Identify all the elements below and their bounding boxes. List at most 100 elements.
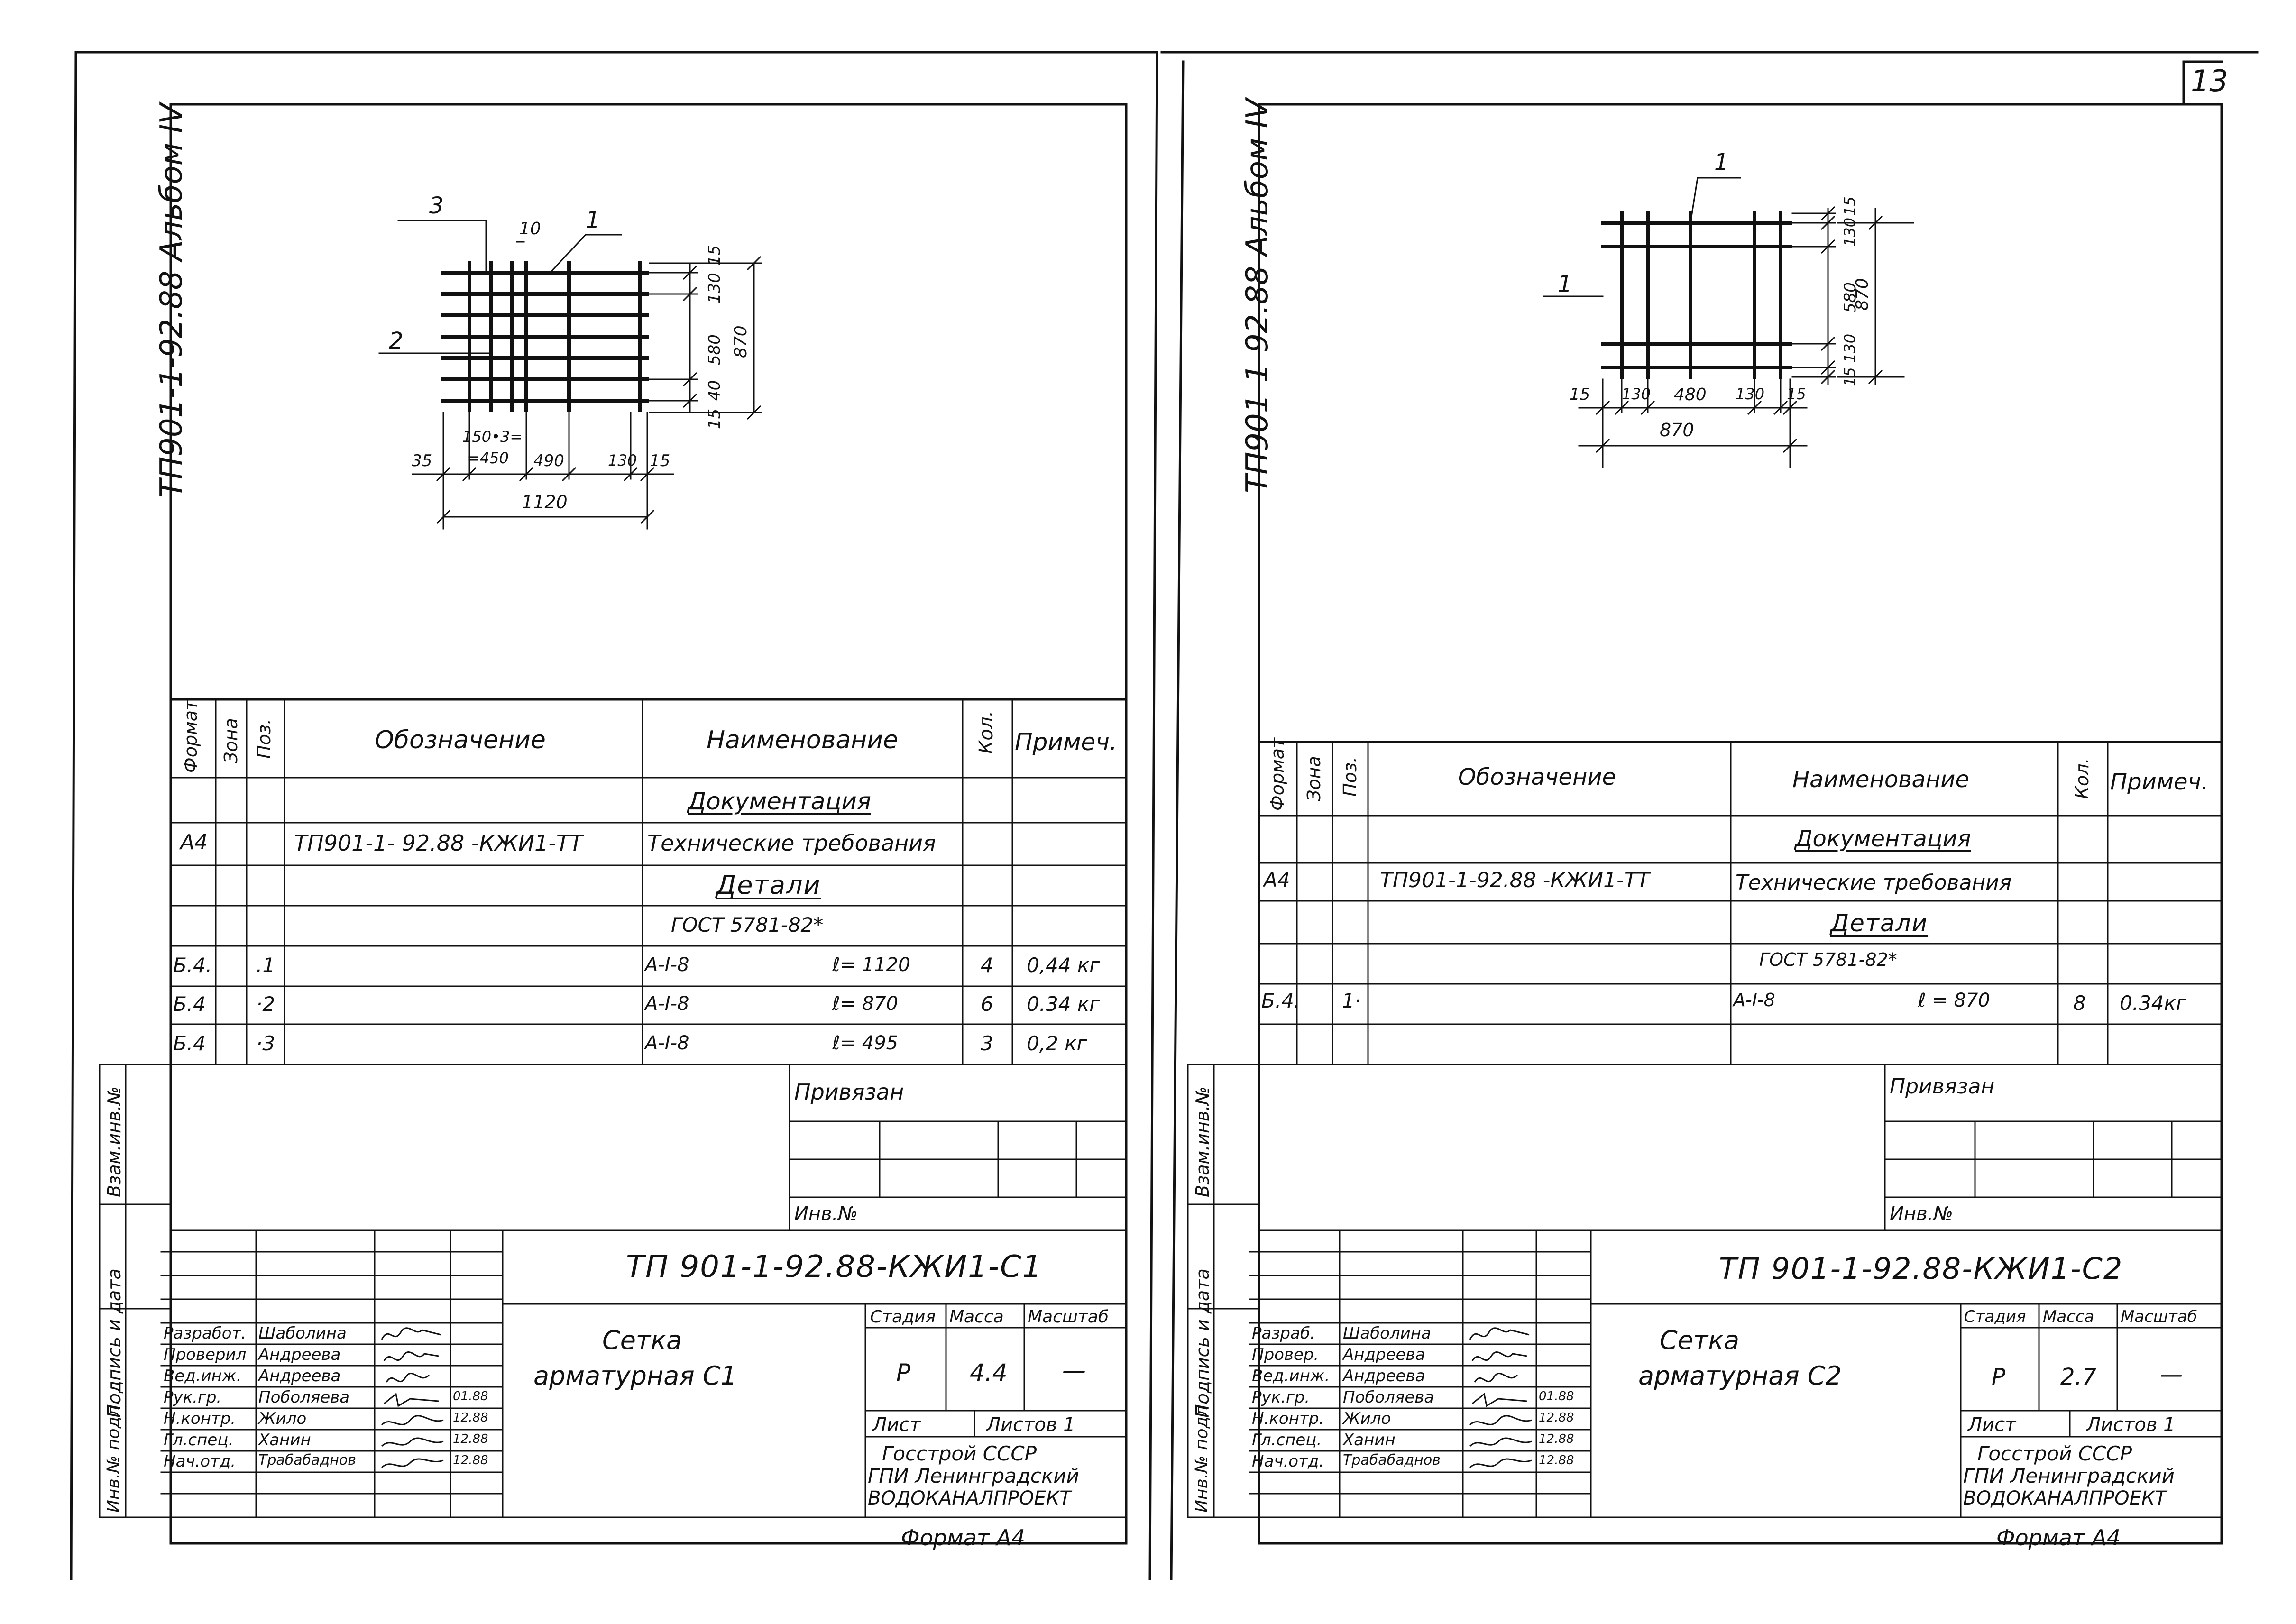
sheets-label: Листов 1 bbox=[986, 1414, 1075, 1436]
role-1: Разраб. bbox=[1252, 1324, 1315, 1343]
date-3: 12.88 bbox=[1539, 1432, 1574, 1446]
hdr-zone: Зона bbox=[220, 718, 241, 763]
mass-label: Масса bbox=[949, 1307, 1004, 1327]
date-2: 12.88 bbox=[453, 1411, 488, 1425]
dim-130d: 130 bbox=[1736, 385, 1765, 403]
name-4: Поболяева bbox=[258, 1388, 350, 1407]
stage-label: Стадия bbox=[1964, 1307, 2026, 1326]
dim-10: 10 bbox=[519, 219, 541, 239]
row2-pos: ·2 bbox=[256, 992, 276, 1016]
row1-name: A-I-8 bbox=[1733, 990, 1775, 1010]
side-podpis: Подпись и дата bbox=[104, 1268, 125, 1418]
hdr-designation: Обозначение bbox=[375, 726, 546, 754]
mesh-c2 bbox=[1543, 177, 1914, 468]
dim-580: 580 bbox=[705, 334, 724, 365]
gost-ref: ГОСТ 5781-82* bbox=[671, 913, 824, 936]
role-3: Вед.инж. bbox=[164, 1367, 242, 1385]
name-5: Жило bbox=[258, 1409, 307, 1428]
sheet-c2-frame bbox=[1258, 60, 2223, 1545]
name-3: Андреева bbox=[258, 1367, 341, 1385]
role-1: Разработ. bbox=[164, 1324, 247, 1343]
name-5: Жило bbox=[1343, 1409, 1391, 1428]
name-2: Андреева bbox=[1343, 1345, 1425, 1364]
outer-frame bbox=[70, 51, 2259, 1580]
bound-inv: Инв.№ bbox=[1890, 1203, 1953, 1225]
date-1: 01.88 bbox=[1539, 1389, 1574, 1404]
role-6: Гл.спец. bbox=[164, 1431, 234, 1450]
row1-qty: 4 bbox=[981, 954, 993, 977]
name-1: Шаболина bbox=[258, 1324, 347, 1343]
doc-format: А4 bbox=[1264, 868, 1290, 891]
callout-2: 2 bbox=[389, 328, 404, 354]
dim-130a: 130 bbox=[1841, 217, 1859, 247]
role-2: Провер. bbox=[1252, 1345, 1319, 1364]
stage-value: Р bbox=[1992, 1364, 2005, 1390]
dim-15c: 15 bbox=[1570, 385, 1590, 404]
dim-15b: 15 bbox=[1841, 367, 1859, 386]
row3-length: ℓ= 495 bbox=[832, 1032, 899, 1054]
album-label: ТП901-1-92.88 Альбом IV bbox=[1240, 98, 1275, 493]
org-line2: ГПИ Ленинградский bbox=[1963, 1464, 2175, 1487]
stage-value: Р bbox=[896, 1359, 911, 1386]
name-7: Трабабаднов bbox=[258, 1452, 356, 1468]
row2-name: A-I-8 bbox=[645, 993, 689, 1015]
dim-40: 40 bbox=[705, 380, 724, 401]
page-number: 13 bbox=[2191, 64, 2228, 98]
bound-label: Привязан bbox=[1890, 1074, 1995, 1099]
dim-15b: 15 bbox=[705, 408, 724, 429]
hdr-qty: Кол. bbox=[975, 710, 997, 754]
row3-pos: ·3 bbox=[256, 1032, 276, 1055]
mass-value: 2.7 bbox=[2060, 1364, 2097, 1390]
mass-value: 4.4 bbox=[970, 1359, 1008, 1386]
role-5: Н.контр. bbox=[164, 1409, 236, 1428]
role-5: Н.контр. bbox=[1252, 1409, 1324, 1428]
section-details: Детали bbox=[1830, 909, 1929, 937]
callout-1-left: 1 bbox=[1558, 271, 1572, 297]
callout-1-top: 1 bbox=[1714, 149, 1729, 175]
album-label: ТП901-1-92.88 Альбом IV bbox=[154, 103, 189, 498]
callout-3: 3 bbox=[429, 193, 444, 219]
row1-name: A-I-8 bbox=[645, 954, 689, 976]
hdr-format: Формат bbox=[180, 699, 201, 773]
role-4: Рук.гр. bbox=[164, 1388, 222, 1407]
sheets-label: Листов 1 bbox=[2086, 1414, 2176, 1436]
org-line1: Госстрой СССР bbox=[1977, 1442, 2132, 1465]
role-4: Рук.гр. bbox=[1252, 1388, 1310, 1407]
dim-870: 870 bbox=[731, 325, 751, 358]
date-4: 12.88 bbox=[1539, 1453, 1574, 1468]
row1-pos: .1 bbox=[256, 954, 276, 977]
row1-length: ℓ = 870 bbox=[1918, 990, 1990, 1011]
name-3: Андреева bbox=[1343, 1367, 1425, 1385]
org-line2: ГПИ Ленинградский bbox=[868, 1464, 1079, 1487]
dim-490: 490 bbox=[533, 451, 564, 470]
hdr-pos: Поз. bbox=[254, 718, 275, 759]
dim-15a: 15 bbox=[705, 245, 724, 266]
row2-qty: 6 bbox=[981, 992, 993, 1016]
row2-note: 0.34 кг bbox=[1027, 992, 1100, 1016]
title-line1: Сетка bbox=[1660, 1325, 1740, 1355]
side-vzam: Взам.инв.№ bbox=[1192, 1086, 1213, 1197]
sheet-label: Лист bbox=[1968, 1414, 2016, 1436]
title-line2: арматурная С1 bbox=[533, 1361, 737, 1391]
dim-130b: 130 bbox=[608, 451, 637, 469]
doc-code: ТП 901-1-92.88-КЖИ1-С1 bbox=[626, 1249, 1043, 1285]
side-inv: Инв.№ подл. bbox=[1192, 1400, 1212, 1513]
row1-note: 0.34кг bbox=[2120, 991, 2186, 1015]
hdr-pos: Поз. bbox=[1340, 756, 1360, 797]
section-documentation: Документация bbox=[1795, 826, 1971, 852]
sheet-c1-spec-grid bbox=[99, 698, 1127, 1518]
org-line3: ВОДОКАНАЛПРОЕКТ bbox=[868, 1487, 1071, 1509]
row3-name: A-I-8 bbox=[645, 1032, 689, 1054]
row1-note: 0,44 кг bbox=[1027, 954, 1100, 977]
dim-15a: 15 bbox=[1841, 196, 1859, 216]
scale-value: — bbox=[1062, 1357, 1086, 1384]
role-3: Вед.инж. bbox=[1252, 1367, 1330, 1385]
section-documentation: Документация bbox=[688, 788, 871, 815]
format-label: Формат А4 bbox=[1996, 1525, 2121, 1551]
role-2: Проверил bbox=[164, 1345, 247, 1364]
org-line3: ВОДОКАНАЛПРОЕКТ bbox=[1963, 1487, 2167, 1509]
hdr-designation: Обозначение bbox=[1458, 764, 1616, 790]
role-6: Гл.спец. bbox=[1252, 1431, 1322, 1450]
doc-code: ТП 901-1-92.88-КЖИ1-С2 bbox=[1719, 1251, 2123, 1286]
sheet-c2-spec-grid bbox=[1187, 741, 2223, 1518]
